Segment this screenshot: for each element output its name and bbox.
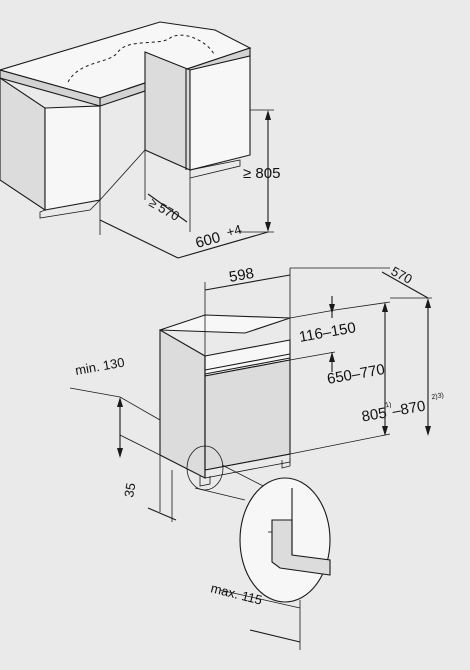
- dim-plinth-offset: 35: [121, 482, 138, 499]
- dim-depth-min: ≥ 570: [147, 195, 183, 224]
- dim-570b-line: [381, 271, 429, 299]
- foot-left: [199, 476, 211, 487]
- dim-600-line-left: [99, 219, 179, 259]
- dim-35-line: [147, 507, 177, 521]
- max115-leader: [219, 589, 301, 609]
- cable-path: [67, 34, 215, 83]
- dim-total-height-group: 805 1) –870 2)3): [360, 392, 444, 425]
- dim-598-line: [204, 274, 291, 291]
- arrow-down-130: [117, 448, 123, 458]
- min130-ext: [119, 396, 161, 421]
- left-cabinet-plinth: [39, 199, 101, 219]
- min130-leader: [69, 387, 121, 398]
- dim-650-ext-bottom: [289, 433, 391, 455]
- niche-drawing: ≥ 805 ≥ 570 600 +4: [0, 21, 280, 259]
- handle-line-1: [204, 353, 291, 371]
- min130-ext-bottom: [119, 434, 161, 456]
- dim-600-line-right: [177, 231, 269, 259]
- dim-gap: 116–150: [298, 319, 357, 346]
- dim-116-ext-top: [289, 309, 336, 319]
- dim-total-to-note: 2)3): [431, 392, 444, 401]
- dim-total-from: 805: [360, 404, 388, 425]
- dim-total-from-note: 1): [385, 401, 392, 409]
- arrow-down-650: [382, 426, 388, 436]
- dim-116-ext-bottom: [289, 351, 336, 361]
- right-cabinet-side: [144, 51, 191, 171]
- dim-570-line: [147, 193, 188, 223]
- niche-floor-line: [99, 149, 146, 201]
- arrow-up-650: [382, 302, 388, 312]
- arrow-up-805: [425, 298, 431, 308]
- dim-height-min: ≥ 805: [243, 165, 280, 182]
- appliance-top: [159, 314, 291, 334]
- arrow-down: [265, 222, 271, 232]
- dim-width: 598: [228, 265, 256, 286]
- arrow-down-805: [425, 426, 431, 436]
- detail-leader-1: [194, 487, 246, 501]
- dim-650-ext-top: [334, 301, 391, 311]
- dim-niche-width: 600: [194, 229, 223, 252]
- arrow-up-130: [117, 397, 123, 407]
- max115-line: [249, 629, 301, 643]
- appliance-side: [159, 329, 206, 479]
- detail-magnified: max. 115: [209, 477, 331, 650]
- dishwasher-drawing: 598 570 116–150 650–770 805 1) –870 2)3): [69, 263, 444, 522]
- handle-line-2: [204, 357, 291, 375]
- dim-niche-width-tol: +4: [225, 222, 243, 240]
- dim-height-range: 650–770: [326, 361, 386, 388]
- dim-depth: 570: [389, 263, 415, 286]
- right-cabinet-front: [189, 55, 251, 171]
- arrow-up-116: [329, 352, 335, 362]
- left-cabinet-front: [44, 105, 101, 211]
- arrow-down-116: [329, 304, 335, 314]
- right-cabinet-plinth: [189, 159, 241, 179]
- dim-plinth-min: min. 130: [74, 355, 126, 378]
- arrow-up: [265, 110, 271, 120]
- left-cabinet-side: [0, 77, 46, 212]
- foot-right: [281, 458, 291, 469]
- appliance-door: [204, 359, 291, 471]
- dim-total-to: –870: [391, 398, 427, 421]
